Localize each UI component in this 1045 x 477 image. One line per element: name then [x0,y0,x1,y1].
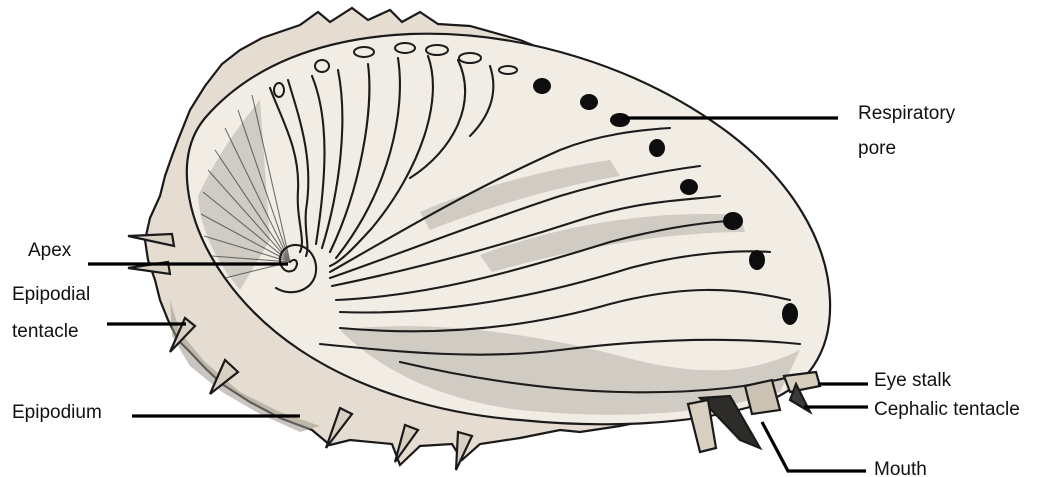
label-epipodial-tentacle-2: tentacle [12,321,79,342]
label-respiratory-pore-2: pore [858,138,896,159]
label-epipodium: Epipodium [12,402,102,423]
label-eye-stalk: Eye stalk [874,370,952,391]
label-epipodial-tentacle-1: Epipodial [12,284,90,305]
label-respiratory-pore-1: Respiratory [858,103,956,124]
label-apex: Apex [28,240,72,261]
label-mouth: Mouth [874,459,927,477]
label-cephalic-tentacle: Cephalic tentacle [874,399,1020,420]
leader-mouth [762,422,866,471]
